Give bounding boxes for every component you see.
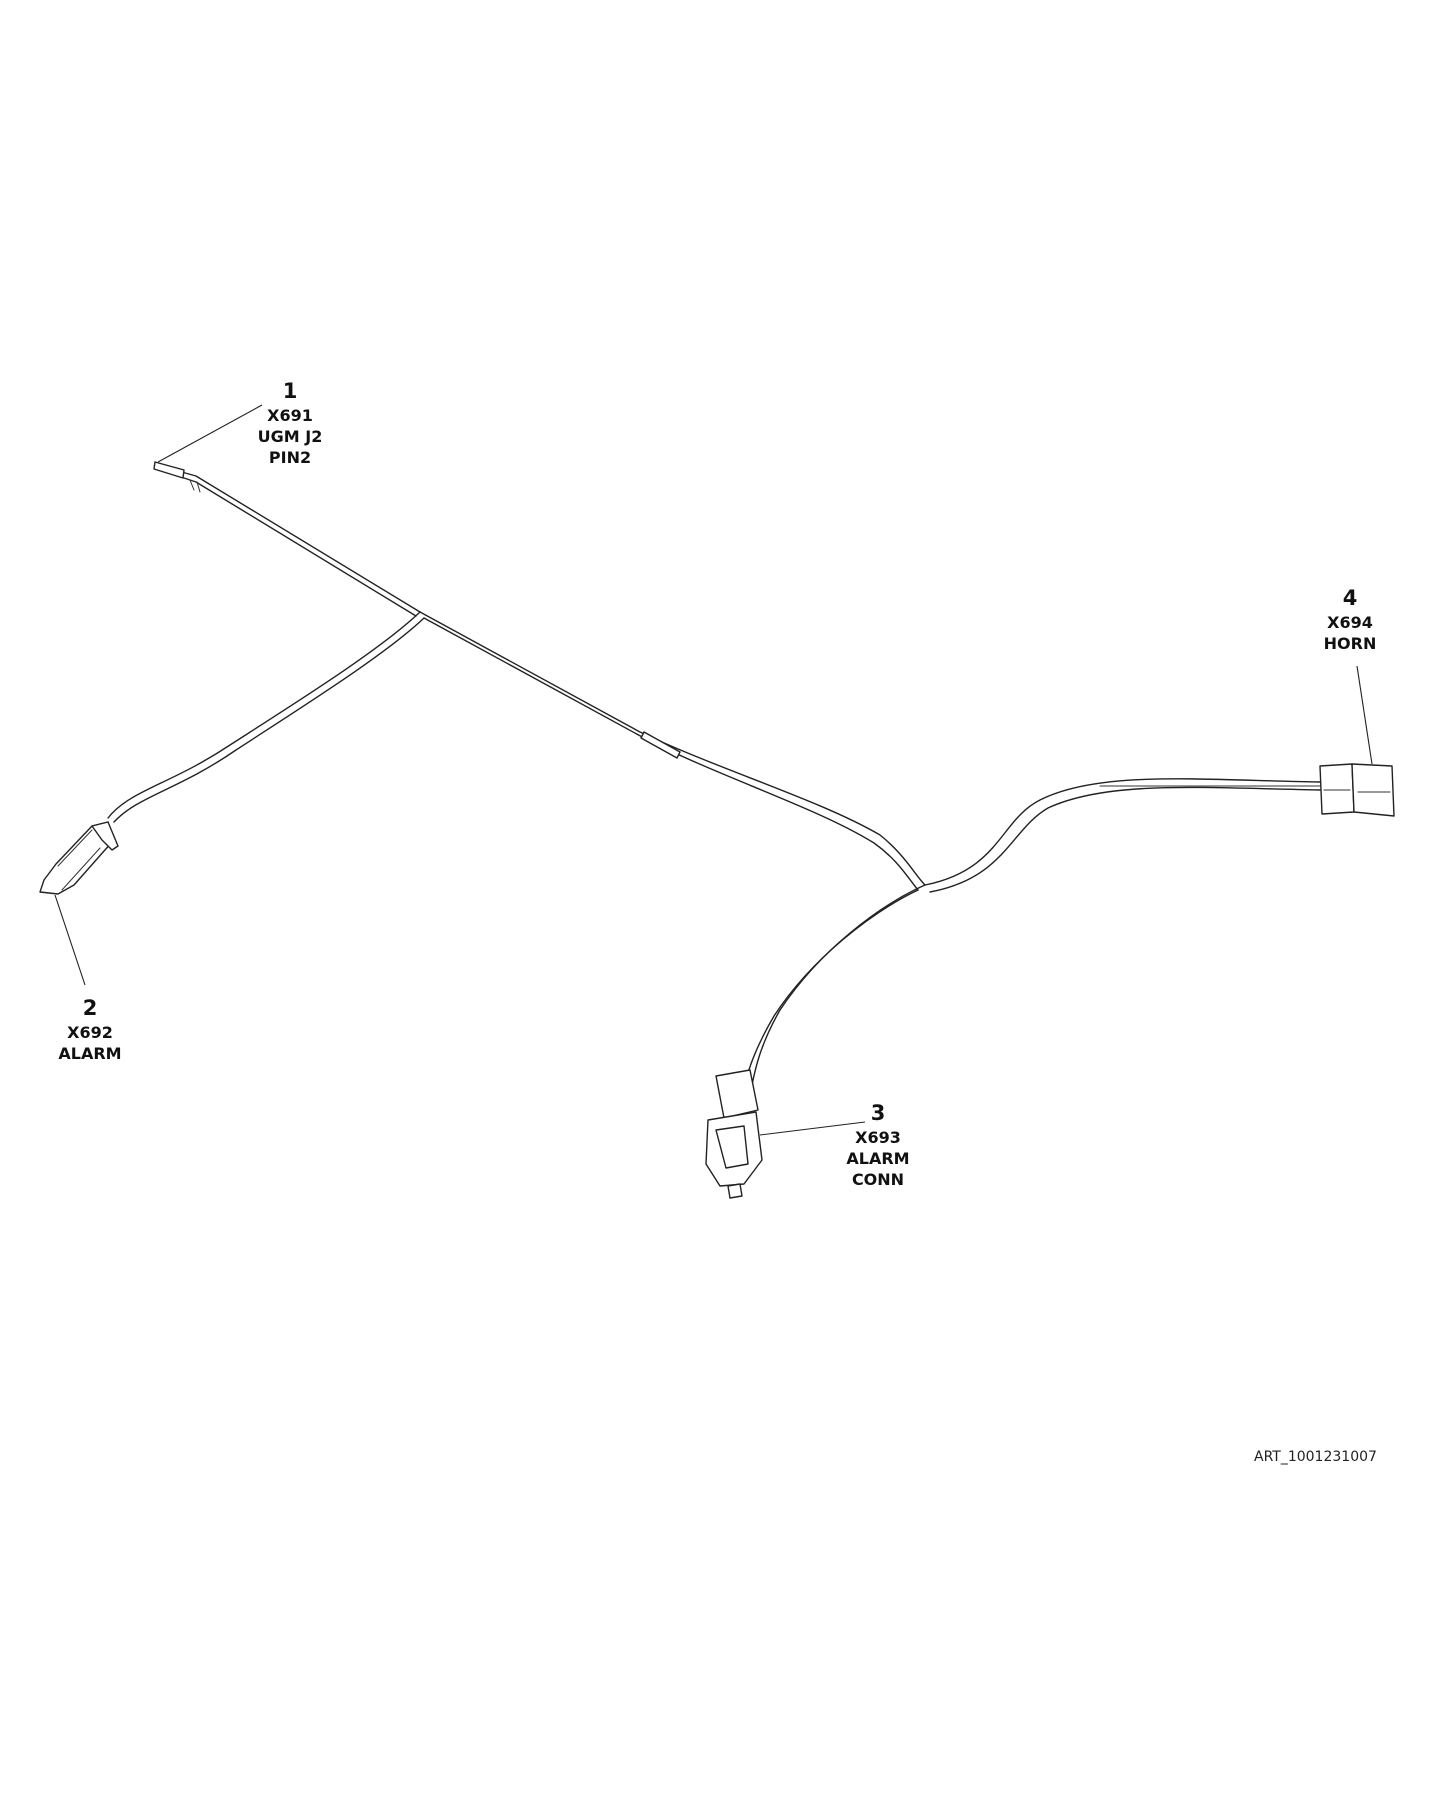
terminal-pin-1	[153, 461, 185, 479]
branch-wire-alarm	[107, 611, 425, 823]
callout-number: 1	[282, 379, 298, 403]
leader-line-3	[759, 1121, 866, 1136]
callout-line: X691	[267, 406, 313, 425]
inline-splice	[640, 731, 681, 759]
callout-1: 1 X691 UGM J2 PIN2	[250, 378, 330, 468]
callout-line: PIN2	[268, 448, 312, 467]
callout-2: 2 X692 ALARM	[50, 995, 130, 1064]
connector-x693-body	[705, 1069, 763, 1199]
callout-line: X692	[67, 1023, 113, 1042]
branch-wire-horn	[924, 778, 1321, 893]
trunk-to-junction-wire	[419, 611, 926, 891]
callout-line: CONN	[851, 1170, 905, 1189]
callout-line: ALARM	[58, 1044, 122, 1063]
callout-line: ALARM	[846, 1149, 910, 1168]
callout-4: 4 X694 HORN	[1310, 585, 1390, 654]
main-trunk-wire	[153, 461, 421, 617]
art-code: ART_1001231007	[1254, 1449, 1377, 1465]
callout-number: 4	[1342, 586, 1358, 610]
callout-line: HORN	[1323, 634, 1377, 653]
branch-wire-alarm-conn	[743, 884, 926, 1087]
connector-x694-body	[1319, 763, 1395, 817]
leader-line-2	[54, 894, 86, 986]
callout-number: 2	[82, 996, 98, 1020]
connector-x692-body	[39, 821, 119, 895]
callout-3: 3 X693 ALARM CONN	[838, 1100, 918, 1190]
leader-lines	[54, 404, 1373, 1136]
callout-number: 3	[870, 1101, 886, 1125]
leader-line-1	[157, 404, 263, 463]
callout-line: X694	[1327, 613, 1373, 632]
callout-line: UGM J2	[257, 427, 323, 446]
callout-line: X693	[855, 1128, 901, 1147]
leader-line-4	[1356, 665, 1373, 765]
